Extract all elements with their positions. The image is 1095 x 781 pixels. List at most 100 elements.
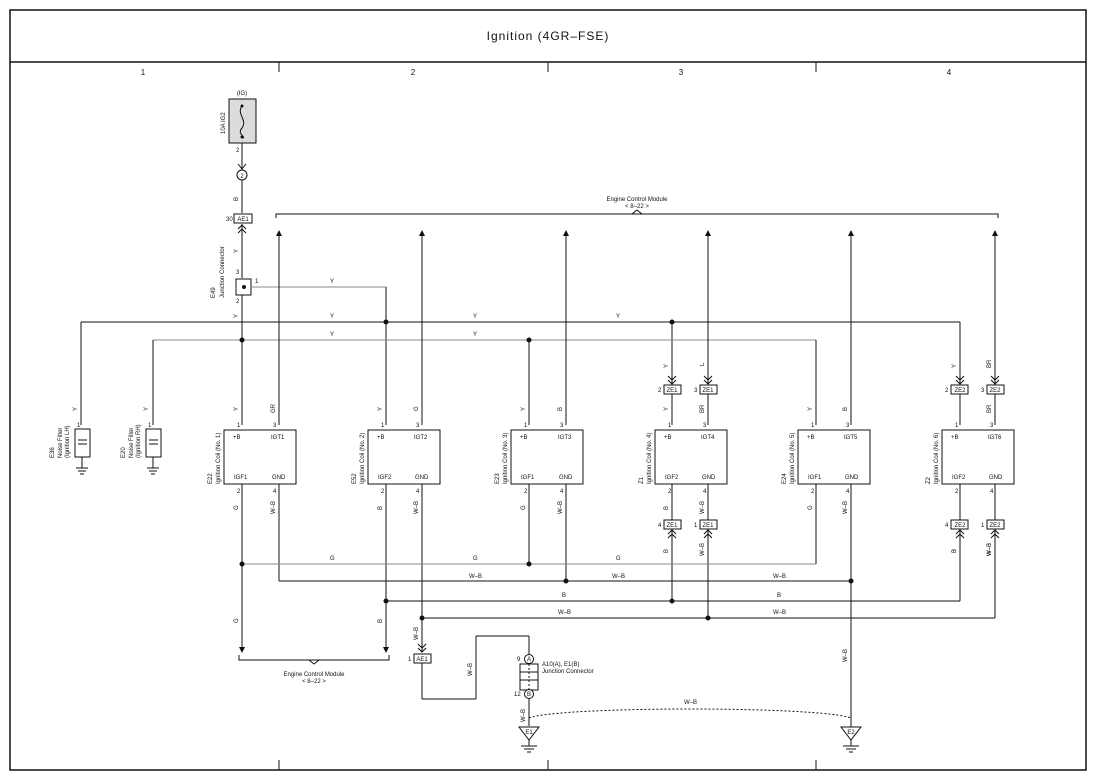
coil5-pin1: 1 xyxy=(811,423,815,429)
ignition-coil-3: 1 3 2 4 +B IGT3 IGF1 GND E23 Ignition Co… xyxy=(495,407,584,514)
wire-color-g-bus: G xyxy=(330,556,335,562)
coil2-pin1: 1 xyxy=(381,423,385,429)
coil3-b: +B xyxy=(520,435,528,441)
wire-color-y-bus3: Y xyxy=(473,314,477,320)
y-bus-lower xyxy=(152,337,817,425)
wire-color-ecm-b: B xyxy=(378,619,384,623)
ze2-upper-a-pin: 2 xyxy=(945,388,949,394)
coil3-wire-gnd: W–B xyxy=(558,501,564,514)
e49-pin-2: 2 xyxy=(236,299,240,305)
coil1-igt: IGT1 xyxy=(271,435,285,441)
coil4-wire-igf: B xyxy=(664,506,670,510)
wire-color-y2-bus2: Y xyxy=(473,332,477,338)
ground-e1-label: E1 xyxy=(525,730,533,736)
coil4-wire-gnd: W–B xyxy=(700,501,706,514)
wire-color-ecm-g: G xyxy=(234,618,240,623)
a10-pin-9: 9 xyxy=(517,657,521,663)
wire-color-a10-wb: W–B xyxy=(468,663,474,676)
coil1-pin2: 2 xyxy=(237,489,241,495)
ze1-lower-a-pin: 4 xyxy=(658,523,662,529)
ignition-coil-2: 1 3 2 4 +B IGT2 IGF2 GND E52 Ignition Co… xyxy=(352,406,441,514)
fuse-pin: 2 xyxy=(236,148,240,154)
ig-supply-wire xyxy=(233,143,253,425)
ecm-bottom-bracket xyxy=(238,655,390,665)
zone-label-3: 3 xyxy=(679,68,684,77)
wire-color-e2-wb: W–B xyxy=(843,649,849,662)
coil4-b: +B xyxy=(664,435,672,441)
ae1-lower-pin: 1 xyxy=(408,657,412,663)
wire-color-fuse-out: B xyxy=(234,197,240,201)
ignition-coil-6: 1 3 2 4 +B IGT6 IGF2 GND Z2 Ignition Coi… xyxy=(926,423,1015,556)
ze2-upper-b-label: ZE2 xyxy=(989,388,1001,394)
wire-color-ze-l: L xyxy=(700,362,706,366)
e49-pin-1: 1 xyxy=(255,279,259,285)
wire-color-ze2-y: Y xyxy=(952,364,958,368)
ze2-upper-b-pin: 3 xyxy=(981,388,985,394)
wire-color-wb-bus2: W–B xyxy=(612,574,625,580)
coil2-wire-igt: G xyxy=(414,406,420,411)
e20-name: Noise Filter xyxy=(129,428,135,458)
lower-buses xyxy=(239,561,995,621)
coil6-wire-gnd: W–B xyxy=(987,543,993,556)
coil6-igf: IGF2 xyxy=(952,475,966,481)
coil4-pin4: 4 xyxy=(703,489,707,495)
fuse-10a-ig2: (IG) 10A IG2 2 xyxy=(221,91,257,154)
wire-color-ze-br: BR xyxy=(700,404,706,413)
wire-color-y2-bus: Y xyxy=(330,332,334,338)
coil4-igt: IGT4 xyxy=(701,435,715,441)
coil5-pin4: 4 xyxy=(846,489,850,495)
coil5-gnd: GND xyxy=(845,475,859,481)
a10-name: Junction Connector xyxy=(542,669,594,675)
coil4-pin3: 3 xyxy=(703,423,707,429)
a10-pin-B: B xyxy=(527,692,531,698)
wire-color-ze2-br2: BR xyxy=(987,404,993,413)
a10-pin-12: 12 xyxy=(514,692,521,698)
coil4-id: Z1 xyxy=(639,476,645,484)
coil3-pin1: 1 xyxy=(524,423,528,429)
coil1-wire-igf: G xyxy=(234,505,240,510)
junction-2-label: 2 xyxy=(240,174,244,180)
coil3-igt: IGT3 xyxy=(558,435,572,441)
coil2-name: Ignition Coil (No. 2) xyxy=(360,433,366,484)
wire-color-g-bus3: G xyxy=(616,556,621,562)
coil5-igt: IGT5 xyxy=(844,435,858,441)
coil2-wire-b: Y xyxy=(378,407,384,411)
e49-id: E49 xyxy=(211,287,217,298)
wire-color-y-bus: Y xyxy=(330,279,334,285)
zone-label-1: 1 xyxy=(141,68,146,77)
fuse-name-label: 10A IG2 xyxy=(221,112,227,134)
igt-signal-wires xyxy=(276,230,998,425)
coil3-wire-igt: B xyxy=(558,407,564,411)
coil3-name: Ignition Coil (No. 3) xyxy=(503,433,509,484)
coil3-igf: IGF1 xyxy=(521,475,535,481)
ze2-lower-a-label: ZE2 xyxy=(954,523,966,529)
ze2-lower-b-label: ZE2 xyxy=(989,523,1001,529)
ze1-lower-b-pin: 1 xyxy=(694,523,698,529)
coil4-gnd: GND xyxy=(702,475,716,481)
noise-filter-e36 xyxy=(74,428,91,475)
wire-color-gnd-wb: W–B xyxy=(684,700,697,706)
coil6-gnd: GND xyxy=(989,475,1003,481)
coil1-wire-b: Y xyxy=(234,407,240,411)
coil4-name: Ignition Coil (No. 4) xyxy=(647,433,653,484)
coil6-pin3: 3 xyxy=(990,423,994,429)
wire-color-ae1-wb: W–B xyxy=(414,627,420,640)
coil1-pin1: 1 xyxy=(237,423,241,429)
coil5-name: Ignition Coil (No. 5) xyxy=(790,433,796,484)
ground-e2-label: E2 xyxy=(847,730,855,736)
coil2-b: +B xyxy=(377,435,385,441)
wire-color-wb-bus-low: W–B xyxy=(558,610,571,616)
e49-branch-wire xyxy=(242,285,387,425)
coil5-wire-igt: B xyxy=(843,407,849,411)
ground-e1 xyxy=(517,726,541,753)
zone-label-2: 2 xyxy=(411,68,416,77)
ignition-coil-5: 1 3 2 4 +B IGT5 IGF1 GND E24 Ignition Co… xyxy=(782,407,871,514)
ae1-connector-label: AE1 xyxy=(237,217,249,223)
ecm-top-ref: < 8–22 > xyxy=(625,204,649,210)
coil2-id: E52 xyxy=(352,473,358,484)
coil4-igf: IGF2 xyxy=(665,475,679,481)
ae1-pin-top: 30 xyxy=(226,217,233,223)
wire-color-filter-y: Y xyxy=(73,407,79,411)
wire-color-ze2-wb: W–B xyxy=(987,543,993,556)
ze1-upper-b-label: ZE1 xyxy=(702,388,714,394)
